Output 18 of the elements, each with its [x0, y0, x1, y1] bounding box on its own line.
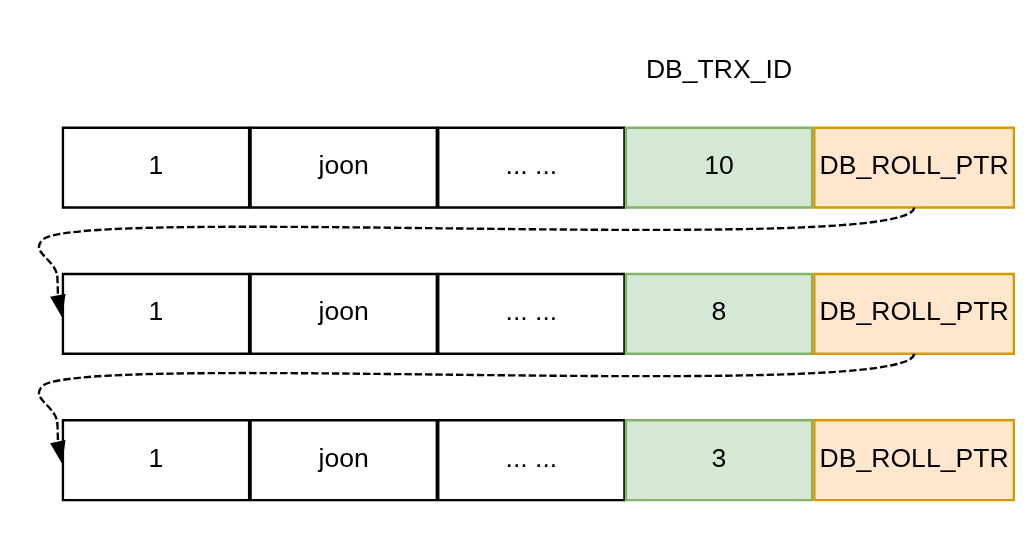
- node-box: ... ...: [437, 272, 626, 355]
- arrow: [38, 206, 915, 318]
- node-box: DB_ROLL_PTR: [813, 272, 1015, 355]
- arrow: [38, 352, 915, 464]
- node-box: DB_ROLL_PTR: [813, 419, 1015, 502]
- node-box: joon: [249, 126, 438, 209]
- node-box: 8: [624, 272, 814, 355]
- node-box: DB_ROLL_PTR: [813, 126, 1015, 209]
- label: DB_TRX_ID: [645, 54, 793, 85]
- node-box: ... ...: [437, 126, 626, 209]
- node-box: 1: [61, 419, 251, 502]
- node-box: joon: [249, 272, 438, 355]
- node-box: joon: [249, 419, 438, 502]
- node-box: 3: [624, 419, 814, 502]
- node-box: 1: [61, 126, 251, 209]
- node-box: ... ...: [437, 419, 626, 502]
- node-box: 10: [624, 126, 814, 209]
- node-box: 1: [61, 272, 251, 355]
